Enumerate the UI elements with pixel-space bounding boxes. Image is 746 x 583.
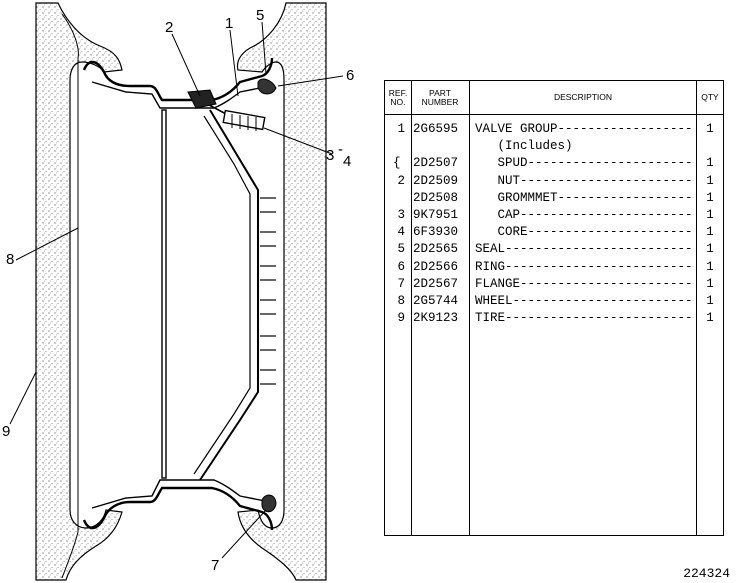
cell-quantity: 1	[706, 276, 714, 291]
cell-description: RING--------------------------------	[475, 259, 691, 274]
callout-5: 5	[256, 7, 264, 24]
header-part-number: PART NUMBER	[421, 87, 459, 107]
cell-ref-no: 7	[397, 276, 405, 291]
group-brace: {	[393, 156, 401, 170]
wheel-rim-profile	[82, 57, 274, 102]
cell-description: SPUD-----------------------------	[497, 156, 692, 171]
table-row: 7 2D2567 FLANGE---------------------------…	[385, 276, 723, 293]
callout-9: 9	[2, 423, 10, 440]
cell-quantity: 1	[706, 122, 714, 136]
cell-description: NUT------------------------------	[497, 173, 692, 188]
table-row: 2 2D2509 NUT-----------------------------…	[385, 173, 723, 190]
cell-part-number: 2G5744	[413, 294, 459, 308]
tire-left	[35, 2, 123, 581]
header-rule	[385, 114, 723, 115]
valve-stem	[187, 89, 266, 131]
column-divider	[469, 81, 470, 535]
cell-ref-no: 6	[397, 259, 405, 274]
table-row: 4 6F3930 CORE----------------------------…	[385, 224, 723, 241]
wheel-center-bore	[161, 109, 167, 479]
callout-8: 8	[6, 251, 14, 268]
cell-part-number: 2D2566	[413, 259, 459, 274]
column-divider	[696, 81, 697, 535]
cell-ref-no: 2	[397, 173, 405, 188]
catalog-number: 224324	[683, 566, 730, 581]
callout-1: 1	[225, 15, 233, 32]
callout-dash: -	[338, 141, 343, 158]
cell-quantity: 1	[706, 242, 714, 257]
table-row: 2D2507 SPUD-----------------------------…	[385, 155, 723, 172]
cell-description: CORE-----------------------------	[497, 225, 692, 240]
cell-quantity: 1	[706, 259, 714, 274]
cell-part-number: 6F3930	[413, 225, 459, 240]
header-ref-no: REF. NO.	[388, 87, 408, 107]
cell-ref-no: 9	[397, 311, 405, 326]
parts-list-table: REF. NO. PART NUMBER DESCRIPTION QTY { 1…	[384, 80, 724, 536]
cell-quantity: 1	[706, 190, 714, 205]
cell-description: FLANGE------------------------------	[475, 276, 691, 291]
cell-description: WHEEL-------------------------------	[475, 294, 691, 308]
header-description: DESCRIPTION	[553, 92, 613, 103]
cell-quantity: 1	[706, 294, 714, 308]
cell-description: GROMMMET-------------------------	[497, 190, 692, 205]
cell-description: TIRE--------------------------------	[475, 311, 691, 326]
tire-right	[236, 2, 327, 581]
cell-part-number: 2D2508	[413, 190, 459, 205]
table-row: (Includes)	[385, 138, 723, 155]
bolt-hole-marks	[260, 197, 276, 385]
wheel-disc-profile	[199, 109, 259, 481]
tire-inner-contour	[61, 13, 79, 579]
cell-quantity: 1	[706, 311, 714, 326]
wheel-rim-inner-bottom	[91, 479, 271, 509]
cell-quantity: 1	[706, 173, 714, 188]
cell-part-number: 2D2509	[413, 173, 459, 188]
table-row: 8 2G5744 WHEEL----------------------------…	[385, 293, 723, 310]
cell-description: CAP------------------------------	[497, 208, 692, 222]
cell-part-number: 2D2565	[413, 242, 459, 257]
cell-description: VALVE GROUP-----------------------	[475, 122, 691, 136]
wheel-rim-inner	[91, 81, 271, 109]
cell-part-number: 2K9123	[413, 311, 459, 326]
table-row: 3 9K7951 CAP-----------------------------…	[385, 207, 723, 224]
wheel-cross-section-diagram: 1 2 3 - 4 5 6 7 8 9	[2, 2, 354, 581]
table-row: 5 2D2565 SEAL-----------------------------…	[385, 241, 723, 258]
table-row: 6 2D2566 RING-----------------------------…	[385, 259, 723, 276]
cell-part-number: 2G6595	[413, 122, 459, 136]
wheel-rim-profile-bottom	[82, 486, 274, 531]
cell-quantity: 1	[706, 156, 714, 171]
cell-quantity: 1	[706, 225, 714, 240]
cell-quantity: 1	[706, 208, 714, 222]
seal-ring-bottom	[261, 494, 277, 513]
callout-4: 4	[343, 153, 351, 170]
cell-description: SEAL--------------------------------	[475, 242, 691, 257]
table-row: 1 2G6595 VALVE GROUP----------------------…	[385, 121, 723, 138]
cell-ref-no: 5	[397, 242, 405, 257]
cell-ref-no: 8	[397, 294, 405, 308]
table-row: 2D2508 GROMMMET-------------------------…	[385, 190, 723, 207]
cell-ref-no: 4	[397, 225, 405, 240]
table-row: 9 2K9123 TIRE-----------------------------…	[385, 310, 723, 327]
seal-ring-top	[257, 78, 277, 95]
callout-7: 7	[211, 557, 219, 574]
callout-6: 6	[346, 67, 354, 84]
cell-part-number: 2D2567	[413, 276, 459, 291]
callout-3: 3	[326, 147, 334, 164]
cell-part-number: 2D2507	[413, 156, 459, 171]
cell-ref-no: 1	[397, 122, 405, 136]
cell-description: (Includes)	[475, 139, 573, 154]
leader-lines	[9, 21, 344, 559]
header-qty: QTY	[701, 92, 719, 103]
callout-2: 2	[165, 19, 173, 36]
cell-part-number: 9K7951	[413, 208, 459, 222]
wheel-disc-profile-inner	[193, 115, 251, 475]
column-divider	[411, 81, 412, 535]
cell-ref-no: 3	[397, 208, 405, 222]
